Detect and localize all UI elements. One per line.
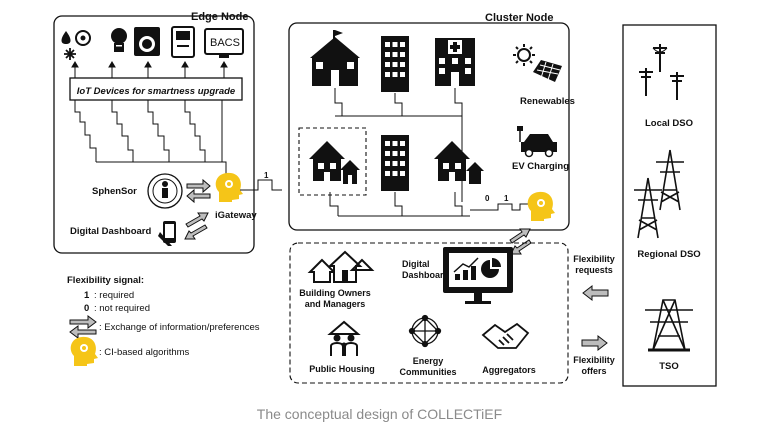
legend-one-text: : required — [94, 290, 134, 301]
flex-offers-arrow — [581, 334, 608, 352]
exchange-arrows-cluster — [509, 228, 532, 255]
sun-icon — [513, 44, 535, 66]
solar-panel-icon — [533, 60, 562, 82]
cluster-signal-zero: 0 — [485, 194, 490, 203]
power-line — [652, 47, 668, 53]
device-arrows — [71, 61, 228, 78]
hospital-icon — [435, 38, 475, 86]
edge-node-title: Edge Node — [191, 11, 248, 23]
car-icon — [517, 126, 557, 158]
public-housing-icon — [327, 320, 361, 356]
bacs-label: BACS — [210, 37, 240, 49]
cluster-signal-one: 1 — [504, 194, 509, 203]
water-icon — [61, 31, 71, 44]
iot-bar-label: IoT Devices for smartness upgrade — [77, 86, 236, 97]
building-owners-icon — [307, 250, 375, 283]
pole-icon — [638, 67, 654, 97]
pylon-icon — [633, 177, 663, 239]
bulb-icon — [111, 28, 127, 52]
exchange-arrows-sensor — [186, 178, 211, 204]
regional-dso-label: Regional DSO — [637, 249, 700, 260]
cluster-node-title: Cluster Node — [485, 12, 553, 24]
monitor-icon — [204, 28, 244, 58]
energy-communities-icon — [408, 314, 442, 348]
pole-icon — [652, 43, 668, 73]
building-icon — [381, 36, 409, 92]
flex-requests-arrow — [582, 284, 609, 302]
dashboard-monitor-icon — [443, 247, 513, 304]
phone-icon — [158, 221, 176, 246]
aggregators-label: Aggregators — [482, 365, 536, 375]
cluster-gear-icon — [527, 191, 555, 221]
figure-caption: The conceptual design of COLLECTiEF — [256, 406, 503, 422]
fan-icon — [75, 30, 91, 46]
grid-operators-frame — [622, 24, 717, 387]
legend-zero-text: : not required — [94, 303, 150, 314]
cluster-node-frame — [288, 22, 570, 231]
edge-signal-lines — [74, 100, 227, 174]
ev-charging-label: EV Charging — [512, 161, 569, 172]
sphensor-label: SphenSor — [92, 186, 137, 197]
house-icon — [434, 141, 470, 181]
igateway-label: iGateway — [215, 210, 257, 221]
igateway-gear-icon — [215, 172, 243, 202]
legend-one-key: 1 — [84, 290, 90, 301]
sensor-icon — [147, 173, 183, 209]
legend-exchange-text: : Exchange of information/preferences — [99, 322, 260, 333]
legend-zero-key: 0 — [84, 303, 89, 314]
public-housing-label: Public Housing — [309, 364, 375, 374]
small-house-icon — [340, 160, 360, 184]
pylon-icon — [655, 149, 685, 211]
tso-tower-icon — [645, 299, 693, 352]
igateway-signal-value: 1 — [264, 171, 269, 180]
person-icon — [162, 181, 168, 198]
legend-exchange-arrows — [69, 315, 97, 339]
edge-building-highlight — [298, 127, 367, 196]
legend-title: Flexibility signal: — [67, 275, 144, 286]
apartment-icon — [381, 135, 409, 191]
igateway-signal — [240, 179, 282, 191]
edge-node-frame — [53, 15, 255, 254]
cluster-signal-lines — [329, 88, 532, 217]
legend-ci-text: : CI-based algorithms — [99, 347, 190, 358]
school-icon — [310, 30, 360, 86]
house-icon — [309, 141, 345, 181]
stakeholders-frame — [289, 242, 569, 384]
local-dso-label: Local DSO — [645, 118, 693, 129]
handshake-icon — [481, 322, 530, 349]
snowflake-icon — [64, 48, 76, 60]
sensor-inner-ring — [152, 178, 178, 204]
boiler-icon — [171, 26, 195, 58]
tso-label: TSO — [659, 361, 679, 372]
iot-devices-bar — [69, 77, 243, 101]
exchange-arrows-dashboard — [184, 212, 209, 240]
legend-ci-icon — [70, 336, 98, 366]
renewables-label: Renewables — [520, 96, 575, 107]
edge-dashboard-label: Digital Dashboard — [70, 226, 151, 237]
small-house-icon — [466, 162, 484, 184]
pole-icon — [669, 71, 685, 101]
washing-machine-icon — [134, 27, 160, 56]
